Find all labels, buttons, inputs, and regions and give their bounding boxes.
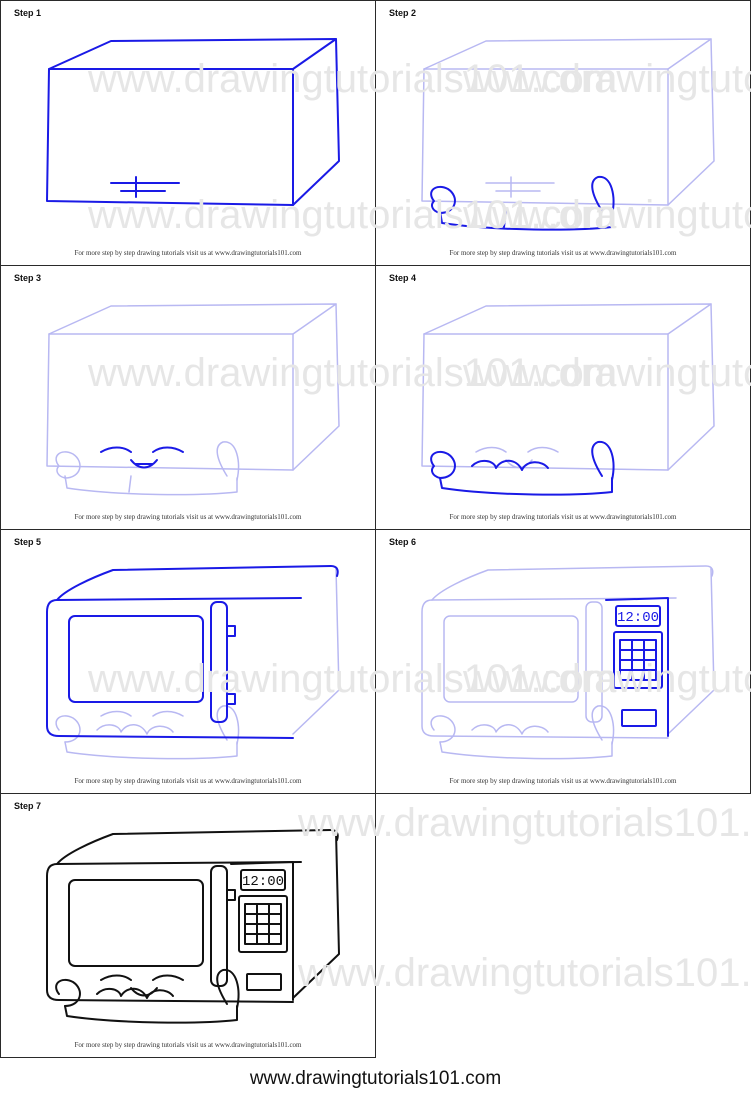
- footer-note: For more step by step drawing tutorials …: [449, 513, 677, 521]
- empty-panel: [375, 793, 751, 1058]
- keypad-outer: [613, 631, 663, 689]
- step-label: Step 6: [389, 537, 417, 547]
- step-1-drawing: [46, 38, 340, 206]
- knob: [226, 625, 236, 705]
- step-label: Step 5: [14, 537, 42, 547]
- step-6-panel: Step 6 12:00 Fo: [375, 529, 751, 794]
- face-guide: [110, 176, 180, 198]
- fingers: [471, 459, 549, 471]
- left-hand: [430, 185, 456, 214]
- step-5-panel: Step 5 For more step by step drawing tut…: [0, 529, 376, 794]
- step-label: Step 3: [14, 273, 42, 283]
- step-label: Step 7: [14, 801, 42, 811]
- box-front: [46, 68, 294, 206]
- site-url[interactable]: www.drawingtutorials101.com: [249, 1068, 502, 1089]
- footer-note: For more step by step drawing tutorials …: [74, 777, 302, 785]
- clock-display: 12:00: [617, 610, 659, 626]
- right-eye: [152, 446, 184, 453]
- mouth: [130, 459, 158, 469]
- clock-display: 12:00: [242, 874, 284, 890]
- footer-note: For more step by step drawing tutorials …: [74, 249, 302, 257]
- step-3-drawing: [46, 303, 340, 496]
- step-4-drawing: [421, 303, 715, 496]
- top-edge: [56, 565, 339, 601]
- step-1-panel: Step 1 For more step by step drawing tut…: [0, 0, 376, 266]
- left-eye: [100, 446, 132, 453]
- step-4-panel: Step 4 For more step by step drawing tut…: [375, 265, 751, 530]
- stand: [439, 477, 613, 496]
- clock-frame: [615, 605, 661, 627]
- step-2-panel: Step 2 For more step by step drawing tut…: [375, 0, 751, 266]
- start-button: [621, 709, 657, 727]
- step-label: Step 2: [389, 8, 417, 18]
- footer-note: For more step by step drawing tutorials …: [449, 777, 677, 785]
- steps-grid: Step 1 For more step by step drawing tut…: [0, 0, 751, 1058]
- step-3-panel: Step 3 For more step by step drawing tut…: [0, 265, 376, 530]
- box-side: [292, 38, 340, 206]
- step-5-drawing: [46, 565, 340, 760]
- control-panel-edge: [605, 597, 669, 737]
- left-hand: [430, 450, 456, 479]
- door-handle: [210, 601, 228, 723]
- stand: [439, 210, 613, 231]
- footer-note: For more step by step drawing tutorials …: [74, 1041, 302, 1049]
- step-7-drawing: 12:00: [46, 829, 340, 1024]
- footer-note: For more step by step drawing tutorials …: [449, 249, 677, 257]
- box-top: [48, 38, 337, 70]
- right-hand: [591, 175, 615, 216]
- step-6-drawing: 12:00: [421, 565, 715, 760]
- step-label: Step 1: [14, 8, 42, 18]
- footer-note: For more step by step drawing tutorials …: [74, 513, 302, 521]
- window: [68, 615, 204, 703]
- inner-frame: [56, 597, 302, 601]
- step-label: Step 4: [389, 273, 417, 283]
- step-7-panel: Step 7 12:00: [0, 793, 376, 1058]
- outer-frame: [46, 599, 294, 739]
- step-2-drawing: [421, 38, 715, 231]
- right-hand: [591, 440, 615, 481]
